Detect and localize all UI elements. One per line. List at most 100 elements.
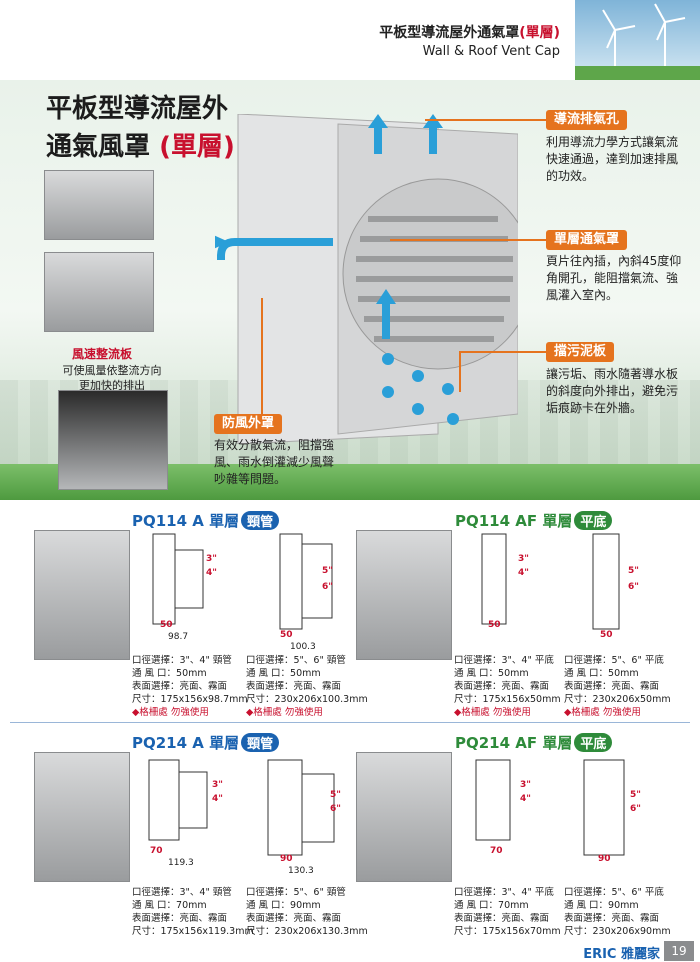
side-label: 風速整流板 bbox=[72, 347, 133, 361]
dim-size-pq114af-right-2: 6" bbox=[628, 582, 639, 592]
header-subtitle: Wall & Roof Vent Cap bbox=[422, 44, 560, 59]
product-title-pq214af: PQ214 AF 單層平底 bbox=[455, 732, 613, 753]
spec-line: 通 風 口：50mm bbox=[564, 668, 639, 679]
spec-pq114a-right: 口徑選擇：5"、6" 頸管 通 風 口：50mm 表面選擇：亮面、霧面 尺寸：2… bbox=[246, 654, 368, 719]
spec-pq214a-right: 口徑選擇：5"、6" 頸管 通 風 口：90mm 表面選擇：亮面、霧面 尺寸：2… bbox=[246, 886, 368, 938]
product-code-pq214af: PQ214 AF 單層 bbox=[455, 734, 573, 752]
dim-depth-pq114a-left: 98.7 bbox=[168, 632, 189, 642]
spec-line: 尺寸：175x156x70mm bbox=[454, 926, 561, 937]
dim-size-pq214a-right-1: 5" bbox=[330, 790, 341, 800]
diagram-pq214af-large bbox=[583, 759, 625, 856]
callout-label-wind-cover: 防風外罩 bbox=[214, 414, 283, 434]
brand-logo: ERIC 雅麗家 bbox=[583, 947, 660, 962]
header-title: 平板型導流屋外通氣罩(單層) bbox=[379, 22, 560, 42]
diagram-pq114a-small bbox=[152, 533, 204, 625]
dim-size-pq214af-left-2: 4" bbox=[520, 794, 531, 804]
product-row-2: PQ214 A 單層頸管 PQ214 AF 單層平底 3" 4" 70 119.… bbox=[0, 730, 700, 940]
side-desc-line2: 更加快的排出 bbox=[79, 379, 145, 392]
dim-size-pq214a-left-1: 3" bbox=[212, 780, 223, 790]
callout-label-exhaust: 導流排氣孔 bbox=[546, 110, 628, 130]
spec-line: 尺寸：230x206x130.3mm bbox=[246, 926, 368, 937]
page-footer: ERIC 雅麗家 19 bbox=[540, 941, 700, 962]
dim-size-pq114a-right-1: 5" bbox=[322, 566, 333, 576]
product-photo-pq114af bbox=[356, 530, 452, 660]
spec-line: 通 風 口：50mm bbox=[132, 668, 207, 679]
product-code-pq214a: PQ214 A 單層 bbox=[132, 734, 240, 752]
dim-dia-pq114af-left: 50 bbox=[488, 620, 501, 630]
dim-size-pq114a-left-1: 3" bbox=[206, 554, 217, 564]
diagram-pq114af-large bbox=[592, 533, 620, 630]
dim-dia-pq114af-right: 50 bbox=[600, 630, 613, 640]
dim-dia-pq214a-right: 90 bbox=[280, 854, 293, 864]
callout-desc-drip-plate: 讓污垢、雨水隨著導水板的斜度向外排出，避免污垢痕跡卡在外牆。 bbox=[546, 367, 679, 415]
callout-desc-wind-cover: 有效分散氣流，阻擋強風、雨水倒灌減少風聲吵雜等問題。 bbox=[214, 438, 335, 486]
product-pill-pq214af: 平底 bbox=[574, 733, 613, 752]
spec-line: 通 風 口：90mm bbox=[564, 900, 639, 911]
side-desc-line1: 可使風量依整流方向 bbox=[62, 364, 162, 377]
spec-line: 尺寸：230x206x50mm bbox=[564, 694, 671, 705]
hero-title-red: (單層) bbox=[159, 132, 235, 162]
spec-pq214af-right: 口徑選擇：5"、6" 平底 通 風 口：90mm 表面選擇：亮面、霧面 尺寸：2… bbox=[564, 886, 671, 938]
diagram-pq214a-small bbox=[148, 759, 208, 841]
spec-line: 表面選擇：亮面、霧面 bbox=[132, 681, 228, 692]
dim-size-pq114af-right-1: 5" bbox=[628, 566, 639, 576]
dim-depth-pq114a-right: 100.3 bbox=[290, 642, 316, 652]
product-photo-pq214a bbox=[34, 752, 130, 882]
product-photo-middle bbox=[44, 252, 154, 332]
page-header: 平板型導流屋外通氣罩(單層) Wall & Roof Vent Cap bbox=[0, 0, 700, 80]
product-row-1: PQ114 A 單層頸管 PQ114 AF 單層平底 3" 4" 50 98.7… bbox=[0, 508, 700, 718]
product-title-pq214a: PQ214 A 單層頸管 bbox=[132, 732, 280, 753]
spec-line: 尺寸：230x206x90mm bbox=[564, 926, 671, 937]
airflow-arrow-left bbox=[215, 235, 333, 260]
spec-line: 口徑選擇：3"、4" 頸管 bbox=[132, 655, 232, 666]
spec-line: 通 風 口：70mm bbox=[132, 900, 207, 911]
product-code-pq114af: PQ114 AF 單層 bbox=[455, 512, 573, 530]
spec-pq114a-left: 口徑選擇：3"、4" 頸管 通 風 口：50mm 表面選擇：亮面、霧面 尺寸：1… bbox=[132, 654, 248, 719]
product-pill-pq214a: 頸管 bbox=[241, 733, 280, 752]
product-photo-bottom bbox=[58, 390, 168, 490]
callout-label-drip-plate: 擋污泥板 bbox=[546, 342, 615, 362]
product-photo-pq114a bbox=[34, 530, 130, 660]
spec-pq214af-left: 口徑選擇：3"、4" 平底 通 風 口：70mm 表面選擇：亮面、霧面 尺寸：1… bbox=[454, 886, 561, 938]
product-title-pq114a: PQ114 A 單層頸管 bbox=[132, 510, 280, 531]
page-number: 19 bbox=[664, 941, 694, 961]
spec-warning: ◆格柵處 勿強使用 bbox=[564, 707, 641, 718]
dim-size-pq214a-right-2: 6" bbox=[330, 804, 341, 814]
spec-pq114af-right: 口徑選擇：5"、6" 平底 通 風 口：50mm 表面選擇：亮面、霧面 尺寸：2… bbox=[564, 654, 671, 719]
spec-line: 口徑選擇：5"、6" 平底 bbox=[564, 887, 664, 898]
spec-line: 通 風 口：50mm bbox=[246, 668, 321, 679]
spec-line: 表面選擇：亮面、霧面 bbox=[246, 681, 342, 692]
spec-line: 表面選擇：亮面、霧面 bbox=[564, 913, 660, 924]
spec-warning: ◆格柵處 勿強使用 bbox=[454, 707, 531, 718]
header-title-main: 平板型導流屋外通氣罩 bbox=[379, 25, 520, 41]
dim-size-pq114af-left-2: 4" bbox=[518, 568, 529, 578]
diagram-pq214a-large bbox=[267, 759, 335, 856]
product-code-pq114a: PQ114 A 單層 bbox=[132, 512, 240, 530]
hero-title: 平板型導流屋外 通氣風罩 (單層) bbox=[46, 90, 235, 166]
spec-line: 口徑選擇：3"、4" 平底 bbox=[454, 887, 554, 898]
spec-line: 通 風 口：90mm bbox=[246, 900, 321, 911]
hero-title-line1: 平板型導流屋外 bbox=[46, 94, 229, 124]
spec-line: 尺寸：175x156x98.7mm bbox=[132, 694, 248, 705]
dim-depth-pq214a-right: 130.3 bbox=[288, 866, 314, 876]
callout-label-single-layer: 單層通氣罩 bbox=[546, 230, 628, 250]
spec-line: 口徑選擇：3"、4" 頸管 bbox=[132, 887, 232, 898]
spec-line: 口徑選擇：3"、4" 平底 bbox=[454, 655, 554, 666]
product-photo-top bbox=[44, 170, 154, 240]
dim-size-pq214af-right-1: 5" bbox=[630, 790, 641, 800]
dim-depth-pq214a-left: 119.3 bbox=[168, 858, 194, 868]
spec-line: 尺寸：175x156x50mm bbox=[454, 694, 561, 705]
product-pill-pq114a: 頸管 bbox=[241, 511, 280, 530]
spec-warning: ◆格柵處 勿強使用 bbox=[132, 707, 209, 718]
dim-dia-pq114a-right: 50 bbox=[280, 630, 293, 640]
dim-dia-pq214af-left: 70 bbox=[490, 846, 503, 856]
header-title-suffix: (單層) bbox=[519, 25, 560, 41]
product-photo-pq214af bbox=[356, 752, 452, 882]
spec-pq114af-left: 口徑選擇：3"、4" 平底 通 風 口：50mm 表面選擇：亮面、霧面 尺寸：1… bbox=[454, 654, 561, 719]
callout-desc-single-layer: 頁片往內插，內斜45度仰角開孔，能阻擋氣流、強風灌入室內。 bbox=[546, 254, 682, 302]
spec-line: 尺寸：230x206x100.3mm bbox=[246, 694, 368, 705]
spec-line: 表面選擇：亮面、霧面 bbox=[454, 913, 550, 924]
spec-line: 表面選擇：亮面、霧面 bbox=[246, 913, 342, 924]
product-title-pq114af: PQ114 AF 單層平底 bbox=[455, 510, 613, 531]
spec-line: 尺寸：175x156x119.3mm bbox=[132, 926, 254, 937]
